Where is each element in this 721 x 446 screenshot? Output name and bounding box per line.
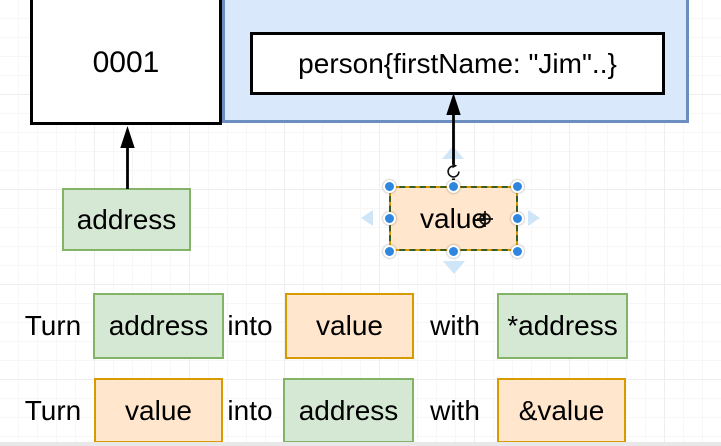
row1-word-with[interactable]: with [430, 310, 480, 341]
row1-box-address[interactable]: address [93, 293, 224, 359]
selection-handle-ne[interactable] [510, 179, 524, 193]
direction-arrow-left-icon[interactable] [361, 210, 373, 226]
address-node[interactable]: address [62, 188, 191, 251]
selection-handle-w[interactable] [382, 211, 396, 225]
value-node[interactable]: value [389, 186, 518, 251]
object-box[interactable]: person{firstName: "Jim"..} [250, 32, 665, 95]
memory-address-box[interactable]: 0001 [30, 0, 222, 125]
direction-arrow-down-icon[interactable] [443, 261, 465, 274]
selection-handle-sw[interactable] [382, 244, 396, 258]
selection-handle-n[interactable] [446, 179, 460, 193]
selection-handle-se[interactable] [510, 244, 524, 258]
row2-box-value[interactable]: value [94, 378, 223, 443]
row1-word-turn[interactable]: Turn [24, 310, 82, 341]
address-arrow[interactable] [120, 126, 135, 189]
selection-handle-nw[interactable] [382, 179, 396, 193]
direction-arrow-right-icon[interactable] [528, 210, 540, 226]
row2-box-address[interactable]: address [283, 378, 414, 443]
value-node-label: value [420, 202, 487, 234]
row2-word-into[interactable]: into [227, 394, 273, 426]
direction-arrow-up-icon[interactable] [442, 146, 464, 159]
row1-box-value[interactable]: value [285, 293, 414, 359]
rotate-handle-icon[interactable] [445, 163, 462, 180]
row2-word-with[interactable]: with [430, 394, 480, 426]
row1-box-address-label: address [108, 310, 209, 341]
selection-handle-e[interactable] [510, 211, 524, 225]
sentence-row-2: Turn value into address with &value [0, 378, 721, 443]
object-box-label: person{firstName: "Jim"..} [298, 47, 617, 79]
address-node-label: address [76, 203, 177, 235]
row2-box-amp-value[interactable]: &value [497, 378, 626, 443]
row2-box-value-label: value [125, 394, 192, 426]
row1-box-value-label: value [316, 310, 383, 341]
row2-word-turn[interactable]: Turn [24, 394, 82, 426]
row1-box-star-address[interactable]: *address [497, 293, 628, 359]
memory-address-label: 0001 [92, 46, 160, 79]
heap-container[interactable]: person{firstName: "Jim"..} [222, 0, 689, 123]
row2-box-amp-value-label: &value [518, 394, 605, 426]
row1-word-into[interactable]: into [227, 310, 273, 341]
row2-box-address-label: address [298, 394, 399, 426]
horizontal-scrollbar[interactable] [0, 442, 721, 446]
selection-handle-s[interactable] [446, 244, 460, 258]
row1-box-star-address-label: *address [507, 310, 618, 341]
sentence-row-1: Turn address into value with *address [0, 293, 721, 359]
